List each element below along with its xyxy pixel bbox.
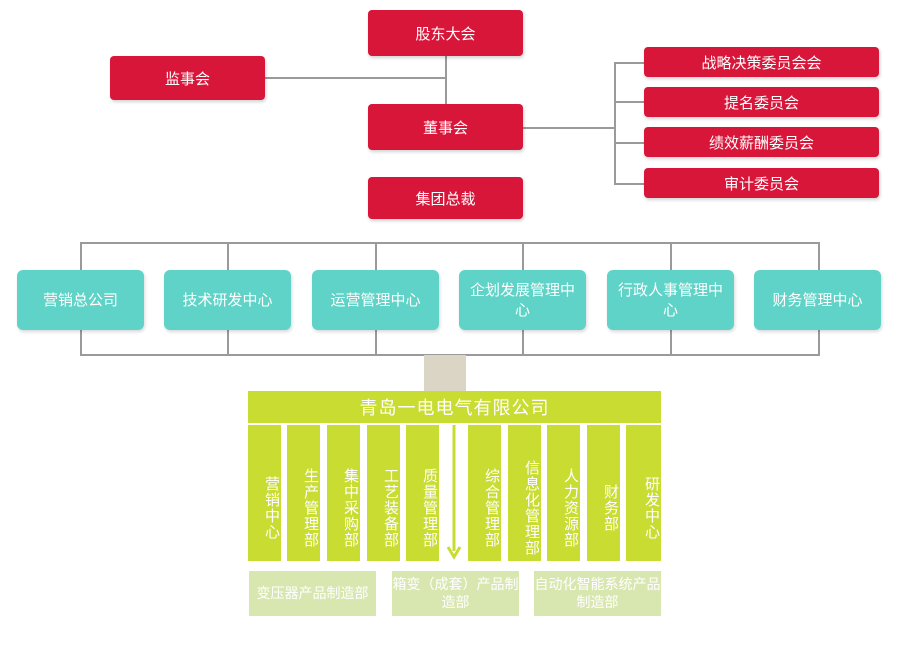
strategy-committee-box: 战略决策委员会会 [644,47,879,77]
dept-marketing: 营销中心 [248,425,281,561]
center-drop-6-top [818,242,820,270]
committee-trunk-line [614,62,616,184]
supervisory-link-line [264,77,446,79]
center-drop-3-bottom [375,330,377,356]
center-planning-box: 企划发展管理中心 [459,270,586,330]
center-drop-6-bottom [818,330,820,356]
dept-it: 信息化管理部 [508,425,541,561]
centers-top-bus [80,242,820,244]
dept-production: 生产管理部 [287,425,320,561]
committee-branch-1 [614,62,644,64]
group-president-box: 集团总裁 [368,177,523,219]
center-operations-box: 运营管理中心 [312,270,439,330]
shareholders-meeting-box: 股东大会 [368,10,523,56]
dept-rnd: 研发中心 [626,425,661,561]
factory-box-substation: 箱变（成套）产品制造部 [392,571,519,616]
shareholders-board-line [445,56,447,104]
dept-process-equipment: 工艺装备部 [367,425,400,561]
audit-committee-box: 审计委员会 [644,168,879,198]
committee-branch-3 [614,142,644,144]
center-drop-3-top [375,242,377,270]
company-connector [424,355,466,391]
center-drop-1-top [80,242,82,270]
center-drop-2-top [227,242,229,270]
supervisory-board-box: 监事会 [110,56,265,100]
dept-general-admin: 综合管理部 [468,425,501,561]
center-drop-5-bottom [670,330,672,356]
center-marketing-box: 营销总公司 [17,270,144,330]
compensation-committee-box: 绩效薪酬委员会 [644,127,879,157]
committee-branch-2 [614,101,644,103]
dept-quality: 质量管理部 [406,425,439,561]
factory-transformer: 变压器产品制造部 [249,571,376,616]
dept-procurement: 集中采购部 [327,425,360,561]
factory-automation: 自动化智能系统产品制造部 [534,571,661,616]
down-arrow-icon [446,425,462,560]
dept-hr: 人力资源部 [547,425,580,561]
center-finance-box: 财务管理中心 [754,270,881,330]
committee-branch-4 [614,183,644,185]
center-hr-admin-box: 行政人事管理中心 [607,270,734,330]
center-drop-4-top [522,242,524,270]
center-drop-5-top [670,242,672,270]
center-drop-2-bottom [227,330,229,356]
board-of-directors-box: 董事会 [368,104,523,150]
center-drop-4-bottom [522,330,524,356]
dept-finance: 财务部 [587,425,620,561]
board-committee-line [522,127,616,129]
company-name-bar: 青岛一电电气有限公司 [248,391,661,423]
center-drop-1-bottom [80,330,82,356]
nomination-committee-box: 提名委员会 [644,87,879,117]
center-rnd-box: 技术研发中心 [164,270,291,330]
